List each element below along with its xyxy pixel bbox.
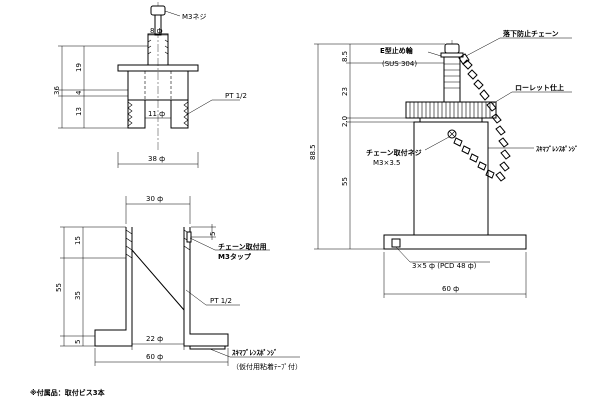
dim-55-right: 55	[341, 177, 349, 186]
e-ring-label: E型止め輪	[380, 46, 414, 55]
screw-dia-dim: 8 ф	[150, 27, 163, 35]
chain-tap-label-1: チェーン取付用	[218, 242, 267, 251]
base-width-right: 60 ф	[442, 285, 459, 293]
knob-head	[444, 43, 460, 54]
inner-dia-dim: 11 ф	[148, 110, 165, 118]
side-dim-5: 5	[209, 232, 217, 236]
dim-35: 35	[74, 291, 82, 300]
total-height-dim: 88.5	[309, 144, 317, 160]
base-width-dim: 60 ф	[146, 353, 163, 361]
pipe-thread-label-2: PT 1/2	[210, 297, 232, 305]
knurl-label: ローレット仕上	[515, 83, 564, 92]
chain-screw-size: M3×3.5	[373, 159, 401, 167]
mount-hole	[391, 238, 401, 248]
width-dim: 38 ф	[148, 155, 165, 163]
top-width-dim: 30 ф	[146, 195, 163, 203]
screw-label: M3ネジ	[182, 13, 207, 21]
left-wall	[94, 227, 133, 347]
dim-19: 19	[75, 63, 83, 72]
tap-hole	[186, 231, 192, 243]
knurled-ring	[405, 101, 497, 119]
holes-note: 3×5 ф (PCD 48 ф)	[412, 262, 477, 270]
dim-13: 13	[75, 107, 83, 116]
dim-36: 36	[53, 86, 61, 95]
pipe-thread-label: PT 1/2	[225, 92, 247, 100]
top-left-view: M3ネジ 8 ф 19 4 13 36 PT 1/2 11 ф 38 ф	[53, 2, 247, 168]
chain-screw-label: チェーン取付ネジ	[366, 148, 422, 157]
chain-label: 落下防止チェーン	[503, 29, 559, 38]
flange	[117, 64, 199, 72]
sponge-strip	[189, 345, 226, 350]
dim-4: 4	[75, 90, 83, 95]
base-flange	[383, 234, 527, 250]
safety-chain	[453, 53, 511, 182]
sponge-note: （仮付用粘着ﾃｰﾌﾟ付）	[232, 362, 302, 371]
dim-5: 5	[74, 340, 82, 344]
thumb-screw-head	[150, 5, 166, 16]
e-ring-material: (SUS 304)	[382, 60, 417, 68]
inner-dia-dim-2: 22 ф	[146, 335, 163, 343]
main-body	[413, 121, 489, 236]
sponge-label: ｽｷﾏﾌﾞﾚﾝｽﾎﾟﾝｼﾞ	[232, 348, 278, 357]
bottom-left-view: 30 ф 15 35 5 55 5 チェーン取付用 M3タップ	[55, 195, 302, 371]
dim-55: 55	[55, 283, 63, 292]
dim-15: 15	[74, 236, 82, 245]
dim-2-0: 2.0	[341, 116, 349, 127]
dim-23: 23	[341, 87, 349, 96]
threaded-body	[127, 71, 189, 101]
right-view: 88.5 8.5 23 2.0 55 E型止め輪 (SUS 304) 落下防止チ…	[309, 29, 578, 298]
dim-8-5: 8.5	[341, 51, 349, 62]
footer-note: ※付属品：取付ビス3本	[30, 388, 105, 397]
sponge-label-right: ｽｷﾏﾌﾞﾚﾝｽﾎﾟﾝｼﾞ	[536, 144, 578, 153]
collar	[419, 117, 483, 123]
e-ring	[440, 52, 464, 58]
chain-tap-label-2: M3タップ	[218, 252, 252, 261]
right-wall	[183, 227, 229, 347]
